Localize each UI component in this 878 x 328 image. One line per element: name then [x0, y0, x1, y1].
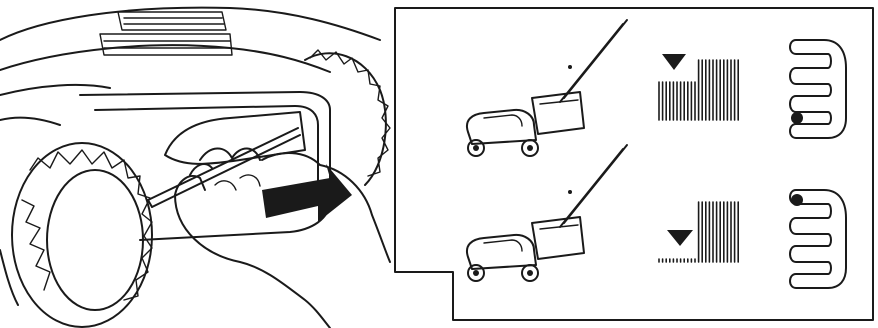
rear-wheel-left: [12, 143, 152, 327]
lever-slot-top-icon: [790, 190, 846, 288]
panel-high-height: [467, 145, 846, 288]
lawnmower-icon: [467, 145, 627, 281]
vent-slots: [100, 12, 232, 55]
panel-low-height: [467, 20, 846, 156]
height-high-indicator-icon: [667, 230, 693, 246]
lever-slot-bottom-icon: [790, 40, 846, 138]
height-bars-low: [659, 60, 738, 120]
mower-rear-illustration: [0, 8, 390, 328]
lawnmower-icon: [467, 20, 627, 156]
height-low-indicator-icon: [662, 54, 686, 70]
hand-illustration: [175, 148, 390, 328]
